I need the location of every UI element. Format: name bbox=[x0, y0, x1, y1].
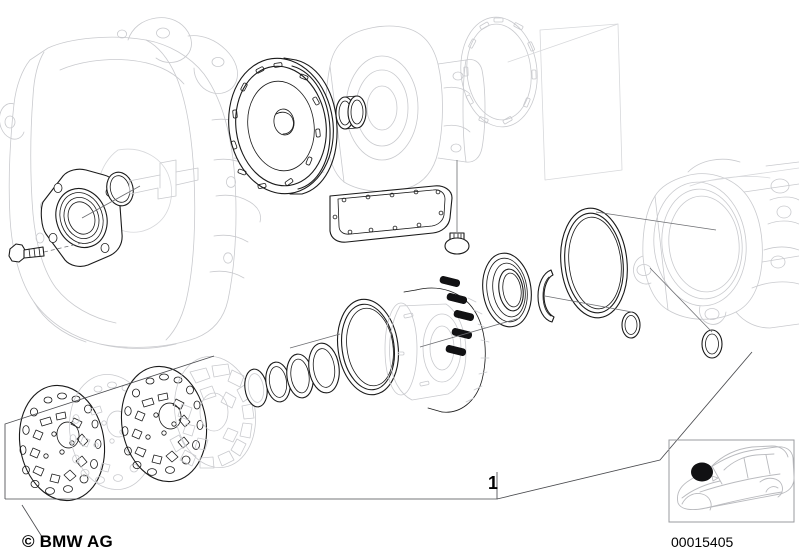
part-bearing-seal bbox=[482, 252, 532, 328]
ghost-panel-upper-right bbox=[539, 23, 623, 181]
part-snap-ring bbox=[537, 269, 555, 323]
location-marker bbox=[691, 462, 713, 482]
part-slotted-gasket-ring bbox=[460, 16, 538, 128]
part-converter-hub-ring bbox=[335, 95, 367, 130]
part-large-o-ring bbox=[337, 298, 399, 396]
copyright-notice: © BMW AG bbox=[22, 532, 113, 551]
part-clutch-plate-c bbox=[120, 365, 208, 483]
part-valve-body bbox=[169, 356, 256, 469]
part-o-ring-large-right bbox=[560, 207, 628, 319]
part-drive-plate bbox=[228, 57, 338, 195]
part-gearbox-housing bbox=[633, 158, 799, 329]
part-pan-bolt bbox=[444, 232, 470, 255]
part-number-label: 00015405 bbox=[671, 534, 734, 550]
part-clutch-drum bbox=[384, 287, 490, 413]
part-shaft-seal-ring bbox=[106, 171, 134, 207]
part-clutch-plate-a bbox=[18, 384, 106, 502]
part-dowel-pins bbox=[439, 276, 475, 356]
callout-leader-lines bbox=[4, 185, 753, 541]
part-seal-ring-set bbox=[244, 342, 340, 408]
part-stub-shaft bbox=[128, 159, 199, 200]
callout-number-1: 1 bbox=[488, 473, 499, 493]
part-oil-pan-gasket bbox=[329, 185, 453, 243]
part-washer-small bbox=[621, 311, 641, 339]
part-flange-bolt bbox=[8, 243, 45, 263]
vehicle-location-thumbnail bbox=[668, 439, 795, 523]
part-washer-small-2 bbox=[701, 329, 723, 359]
ghost-panel-edge bbox=[507, 23, 619, 63]
